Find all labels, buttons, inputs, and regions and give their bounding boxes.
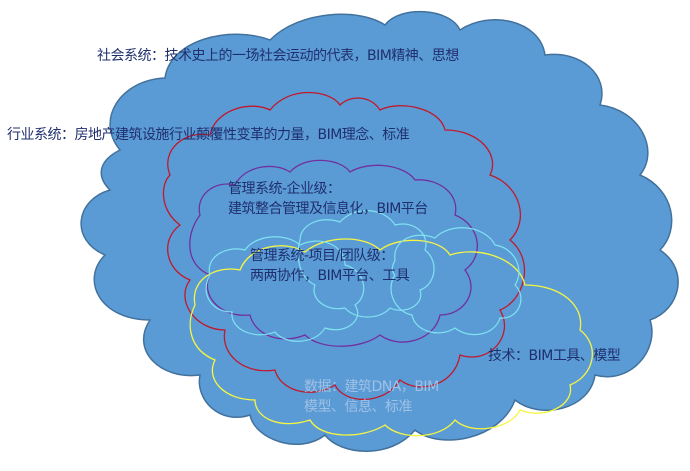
industry-cloud-outline	[162, 91, 526, 401]
project-layer-label-line2: 两两协作，BIM平台、工具	[250, 268, 410, 284]
data-layer-label-line1: 数据：建筑DNA，BIM	[304, 379, 439, 395]
data-layer-label-line2: 模型、信息、标准	[304, 399, 413, 415]
project-layer-label-line1: 管理系统-项目/团队级：	[250, 248, 394, 264]
technology-layer-label: 技术：BIM工具、模型	[488, 348, 621, 364]
enterprise-layer-label-line1: 管理系统-企业级：	[228, 181, 341, 197]
industry-layer-label: 行业系统：房地产建筑设施行业颠覆性变革的力量，BIM理念、标准	[7, 127, 410, 143]
technology-cloud-outline	[189, 238, 593, 437]
project-cloud-outline-middle	[297, 210, 435, 318]
project-cloud-outline-right	[390, 227, 522, 336]
enterprise-cloud-outline	[189, 159, 478, 347]
enterprise-layer-label-line2: 建筑整合管理及信息化，BIM平台	[228, 201, 428, 217]
society-cloud	[80, 11, 679, 452]
project-cloud-outline-left	[205, 236, 365, 342]
society-layer-label: 社会系统：技术史上的一场社会运动的代表，BIM精神、思想	[97, 48, 459, 64]
